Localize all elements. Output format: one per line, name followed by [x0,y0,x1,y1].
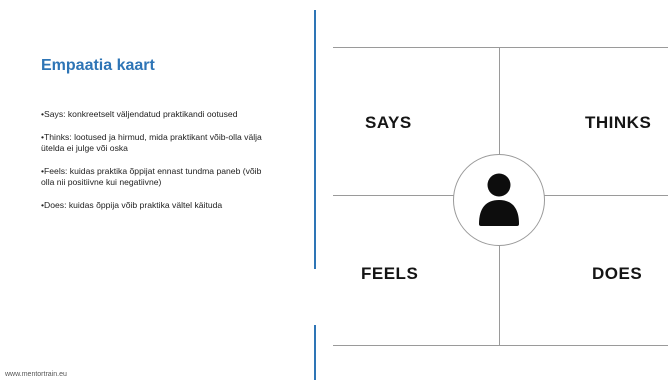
bullet-feels: •Feels: kuidas praktika õppijat ennast t… [41,166,262,187]
quadrant-label-feels: FEELS [361,264,419,283]
vertical-divider-bottom [314,325,316,380]
map-top-border [333,47,668,48]
quadrant-label-says: SAYS [365,113,412,132]
empathy-map: SAYS THINKS FEELS DOES [333,47,668,346]
vertical-divider-top [314,10,316,269]
footer-url: www.mentortrain.eu [5,371,67,378]
bullet-does: •Does: kuidas õppija võib praktika välte… [41,200,223,211]
bullet-thinks: •Thinks: lootused ja hirmud, mida prakti… [41,132,262,153]
bullet-says: •Says: konkreetselt väljendatud praktika… [41,109,238,119]
quadrant-label-thinks: THINKS [585,113,652,132]
person-icon [479,173,519,226]
slide-title: Empaatia kaart [41,57,155,74]
quadrant-label-does: DOES [592,264,643,283]
map-bottom-border [333,345,668,346]
bullet-list: •Says: konkreetselt väljendatud praktika… [41,109,266,223]
